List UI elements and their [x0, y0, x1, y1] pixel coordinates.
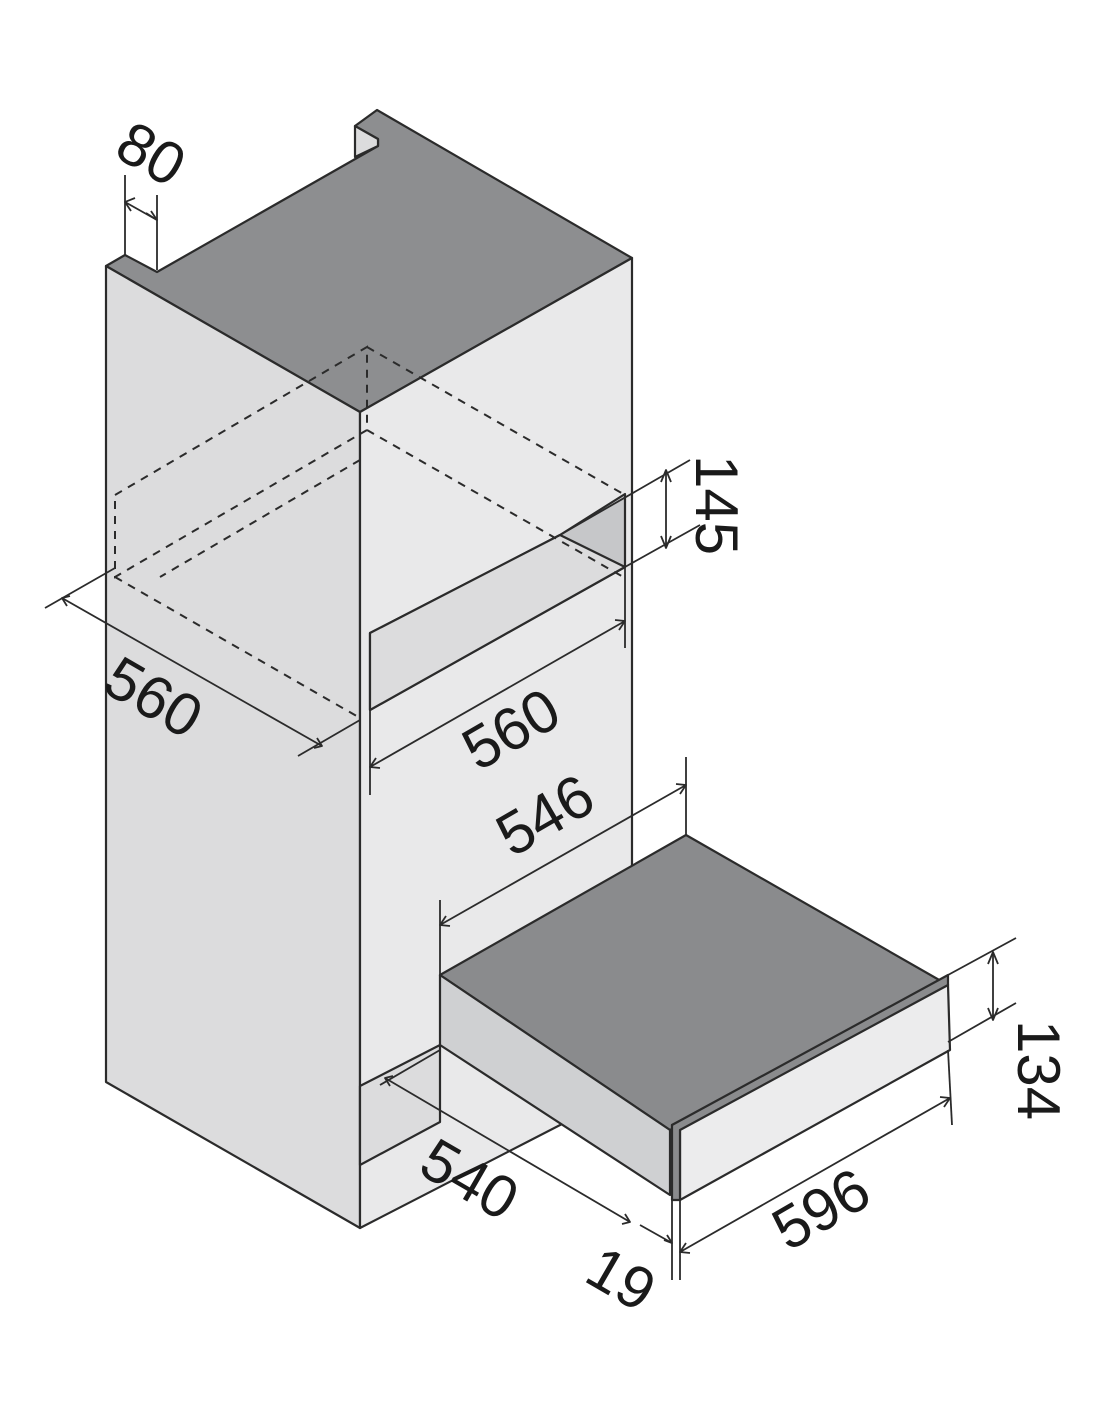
dim-niche-height: 145 [683, 455, 750, 555]
rear-upstand [353, 124, 380, 159]
drawer-left-side [438, 973, 672, 1197]
dim-top-depth: 80 [106, 108, 197, 199]
lower-opening [358, 1043, 442, 1167]
cabinet [104, 108, 634, 1230]
dimension-lines [44, 175, 1017, 1280]
cabinet-left-face [104, 264, 362, 1230]
warming-drawer [438, 833, 952, 1202]
hidden-appliance-outline [114, 345, 626, 719]
dim-front-height: 134 [1005, 1020, 1072, 1120]
dim-front-width: 596 [761, 1155, 881, 1263]
dim-front-thickness: 19 [576, 1233, 667, 1324]
